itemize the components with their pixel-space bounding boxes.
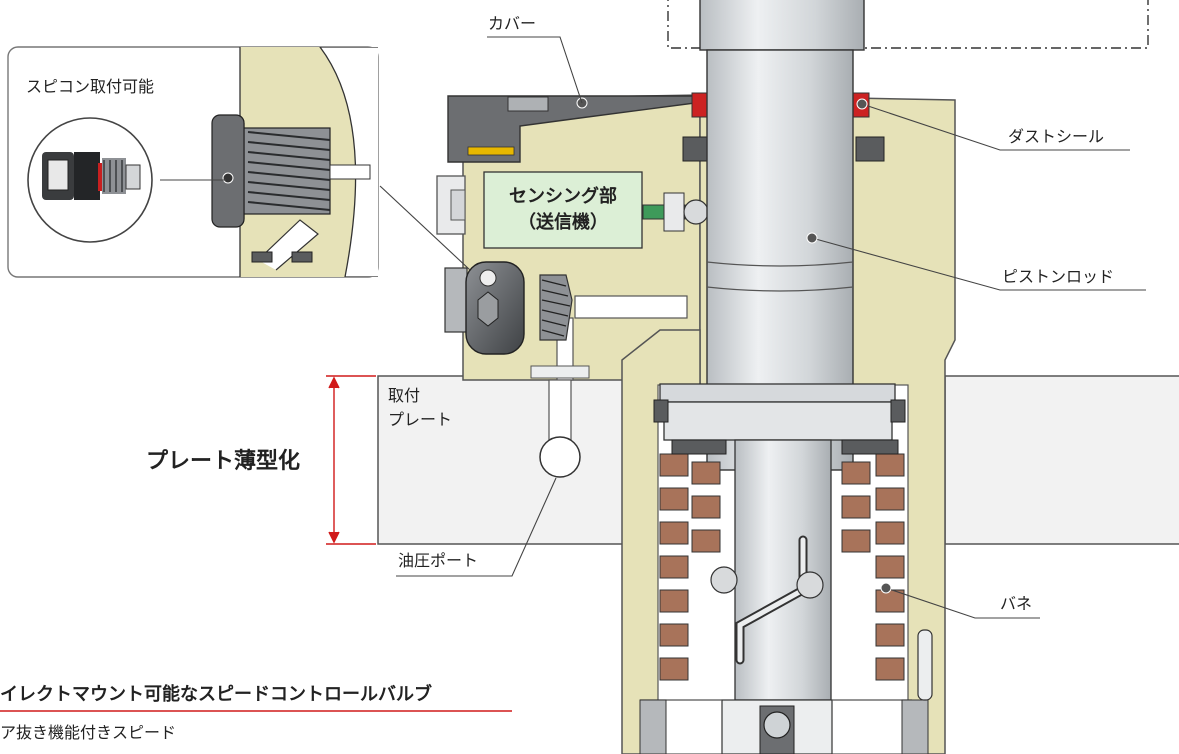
sensor-pin: [642, 192, 709, 232]
label-mounting-1: 取付: [388, 386, 421, 405]
label-thin-plate: プレート薄型化: [146, 449, 301, 474]
mounting-plate: [377, 375, 1179, 545]
label-dust-seal: ダストシール: [1008, 127, 1105, 146]
check-valve: [639, 629, 933, 754]
label-speed-controller: スピコン取付可能: [26, 77, 155, 96]
leader-lines: [160, 36, 1146, 619]
label-sensing-part: センシング部: [509, 186, 617, 207]
rod-seal: [682, 136, 885, 162]
spring: [659, 439, 905, 681]
label-spring: バネ: [1000, 594, 1033, 613]
piston-rod: [653, 0, 906, 701]
speed-controller-icon: [27, 117, 153, 243]
label-cover: カバー: [488, 14, 537, 33]
hydraulic-port-passage: [530, 365, 590, 478]
hex-bolt: [444, 261, 525, 355]
label-sensing-transmitter: （送信機）: [518, 212, 608, 233]
leader-dots: [806, 98, 892, 594]
thickness-dimension: [326, 375, 376, 545]
label-piston-rod: ピストンロッド: [1002, 267, 1115, 286]
inset-panel: [7, 46, 379, 278]
sensing-box: [483, 171, 643, 249]
footer-subtitle: ア抜き機能付きスピード: [0, 723, 177, 742]
label-mounting-2: プレート: [388, 410, 453, 429]
footer-title: イレクトマウント可能なスピードコントロールバルブ: [0, 684, 432, 705]
speed-control-screw: [539, 274, 573, 341]
side-fitting: [436, 175, 466, 235]
label-hydraulic-port: 油圧ポート: [398, 551, 479, 570]
